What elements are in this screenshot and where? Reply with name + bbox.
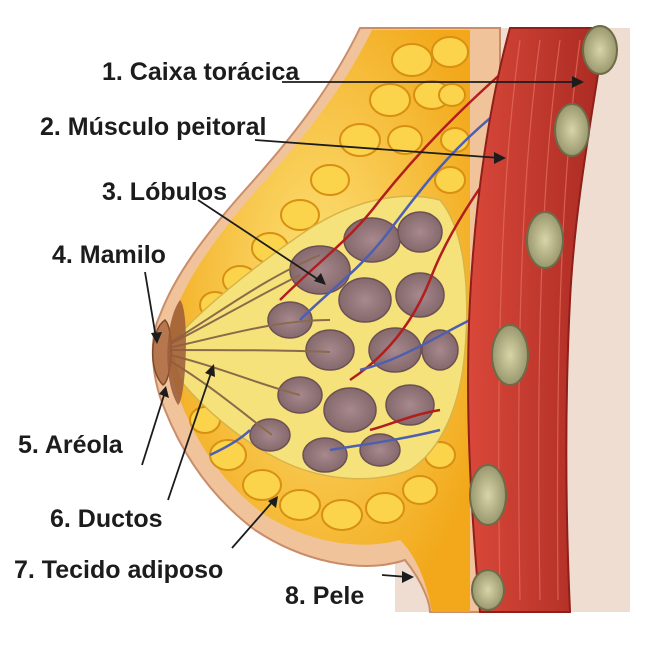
ribs [469,25,618,611]
label-lobules: 3. Lóbulos [102,178,227,206]
label-rib-cage: 1. Caixa torácica [102,58,300,86]
arrowheads [151,76,584,583]
label-skin: 8. Pele [285,582,365,610]
label-nipple: 4. Mamilo [52,241,166,269]
areola [167,300,186,405]
label-ducts: 6. Ductos [50,505,163,533]
pectoral-muscle [467,27,607,613]
label-pectoral-muscle: 2. Músculo peitoral [40,113,267,141]
leader-lines [141,81,580,578]
label-adipose-tissue: 7. Tecido adiposo [14,556,224,584]
blood-vessels [209,69,506,457]
label-areola: 5. Aréola [18,431,123,459]
lobules [249,211,459,473]
